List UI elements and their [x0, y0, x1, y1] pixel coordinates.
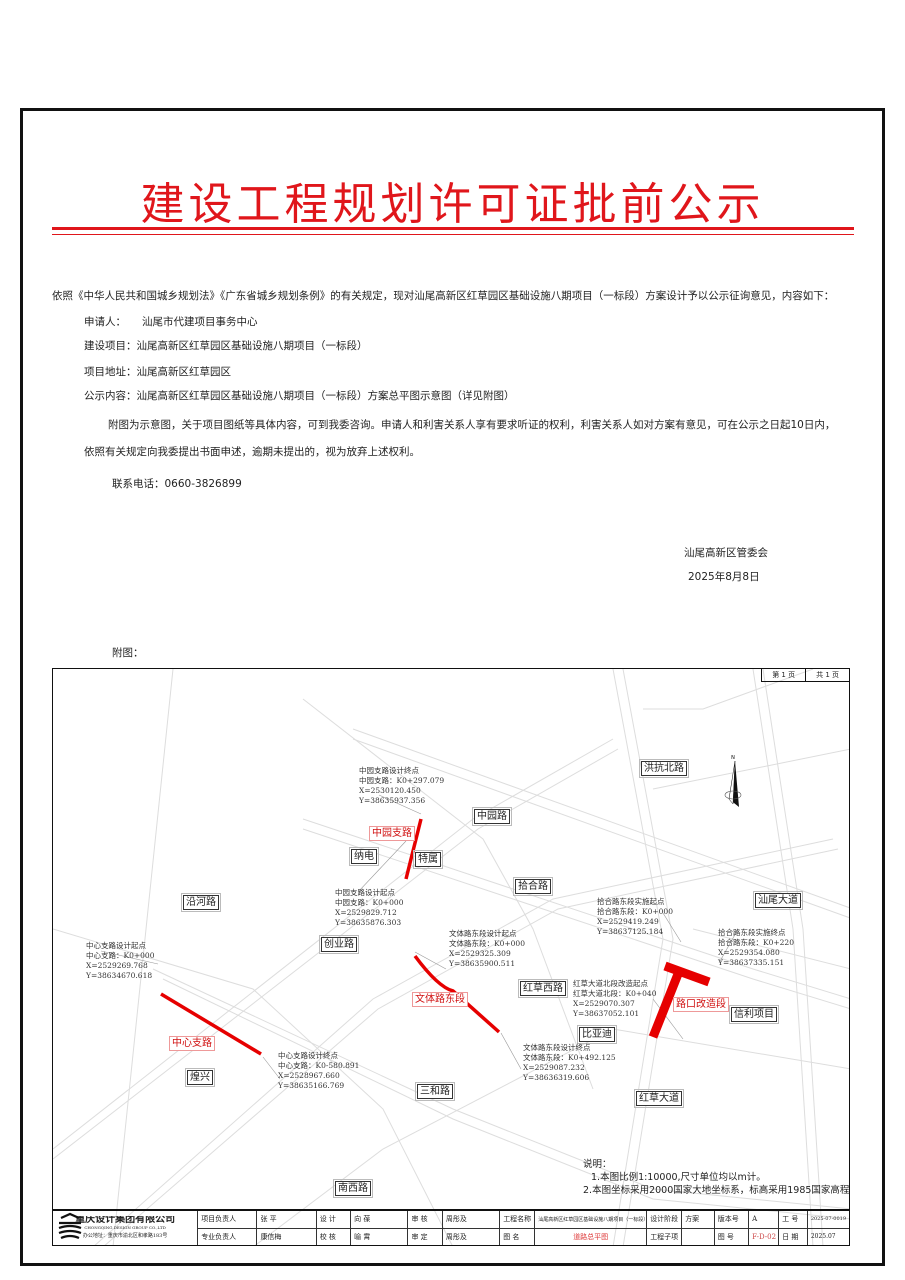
zhongxin-branch-road [160, 992, 262, 1056]
company-block: 重庆设计集团有限公司 CHONGQING DESIGN GROUP CO.,LT… [53, 1211, 199, 1245]
map-notes: 说明：1.本图比例1:10000,尺寸单位均以m计。2.本图坐标采用2000国家… [583, 1159, 850, 1196]
page-total: 共 1 页 [805, 669, 849, 681]
title-block: 重庆设计集团有限公司 CHONGQING DESIGN GROUP CO.,LT… [53, 1209, 849, 1245]
segment-label: 中心支路 [169, 1036, 215, 1051]
road-label: 南西路 [333, 1179, 373, 1198]
segment-label: 路口改造段 [673, 997, 729, 1012]
road-label: 创业路 [319, 935, 359, 954]
field-address: 项目地址：汕尾高新区红草园区 [84, 366, 231, 378]
road-label: 纳电 [349, 847, 379, 866]
issuer: 汕尾高新区管委会 [684, 547, 768, 559]
attachment-label: 附图： [112, 647, 144, 659]
svg-text:N: N [731, 755, 735, 761]
page-indicator: 第 1 页 共 1 页 [761, 669, 849, 682]
intro-text: 依照《中华人民共和国城乡规划法》《广东省城乡规划条例》的有关规定，现对汕尾高新区… [52, 290, 835, 302]
segment-label: 中园支路 [369, 826, 415, 841]
road-label: 比亚迪 [577, 1025, 617, 1044]
road-label: 三和路 [415, 1082, 455, 1101]
site-plan-map: N 第 1 页 共 1 页 洪抗北路 中园路 纳电 特属 拾合路 汕尾大道 沿河路… [52, 668, 850, 1246]
field-content: 公示内容：汕尾高新区红草园区基础设施八期项目（一标段）方案总平图示意图（详见附图… [84, 390, 515, 402]
page-title: 建设工程规划许可证批前公示 [140, 179, 765, 230]
page-number: 第 1 页 [772, 671, 796, 679]
issue-date: 2025年8月8日 [688, 571, 760, 583]
wenti-road-east [413, 954, 501, 1034]
road-label: 红草西路 [518, 979, 568, 998]
road-label: 沿河路 [181, 893, 221, 912]
road-label: 煌兴 [185, 1068, 215, 1087]
road-label: 中园路 [472, 807, 512, 826]
segment-label: 文体路东段 [412, 992, 468, 1007]
road-label: 拾合路 [513, 877, 553, 896]
notice-paragraph-2: 依照有关规定向我委提出书面申述，逾期未提出的，视为放弃上述权利。 [84, 446, 420, 458]
company-logo-icon [58, 1212, 82, 1240]
zhongyuan-branch-road [404, 818, 423, 880]
road-label: 红草大道 [634, 1089, 684, 1108]
road-label: 信利项目 [729, 1005, 779, 1024]
title-divider-thin [52, 234, 854, 235]
field-project: 建设项目：汕尾高新区红草园区基础设施八期项目（一标段） [84, 340, 368, 352]
title-divider [52, 227, 854, 230]
road-label: 洪抗北路 [639, 759, 689, 778]
road-label: 特属 [413, 850, 443, 869]
field-applicant: 申请人：汕尾市代建项目事务中心 [84, 316, 258, 328]
contact-phone: 联系电话：0660-3826899 [112, 478, 242, 490]
road-label: 汕尾大道 [753, 891, 803, 910]
document-frame [20, 108, 885, 1266]
notice-paragraph-1: 附图为示意图，关于项目图纸等具体内容，可到我委咨询。申请人和利害关系人享有要求听… [108, 419, 836, 431]
road-network: N [53, 669, 849, 1245]
north-arrow-icon: N [724, 755, 742, 807]
junction-reconstruction [648, 961, 711, 1039]
